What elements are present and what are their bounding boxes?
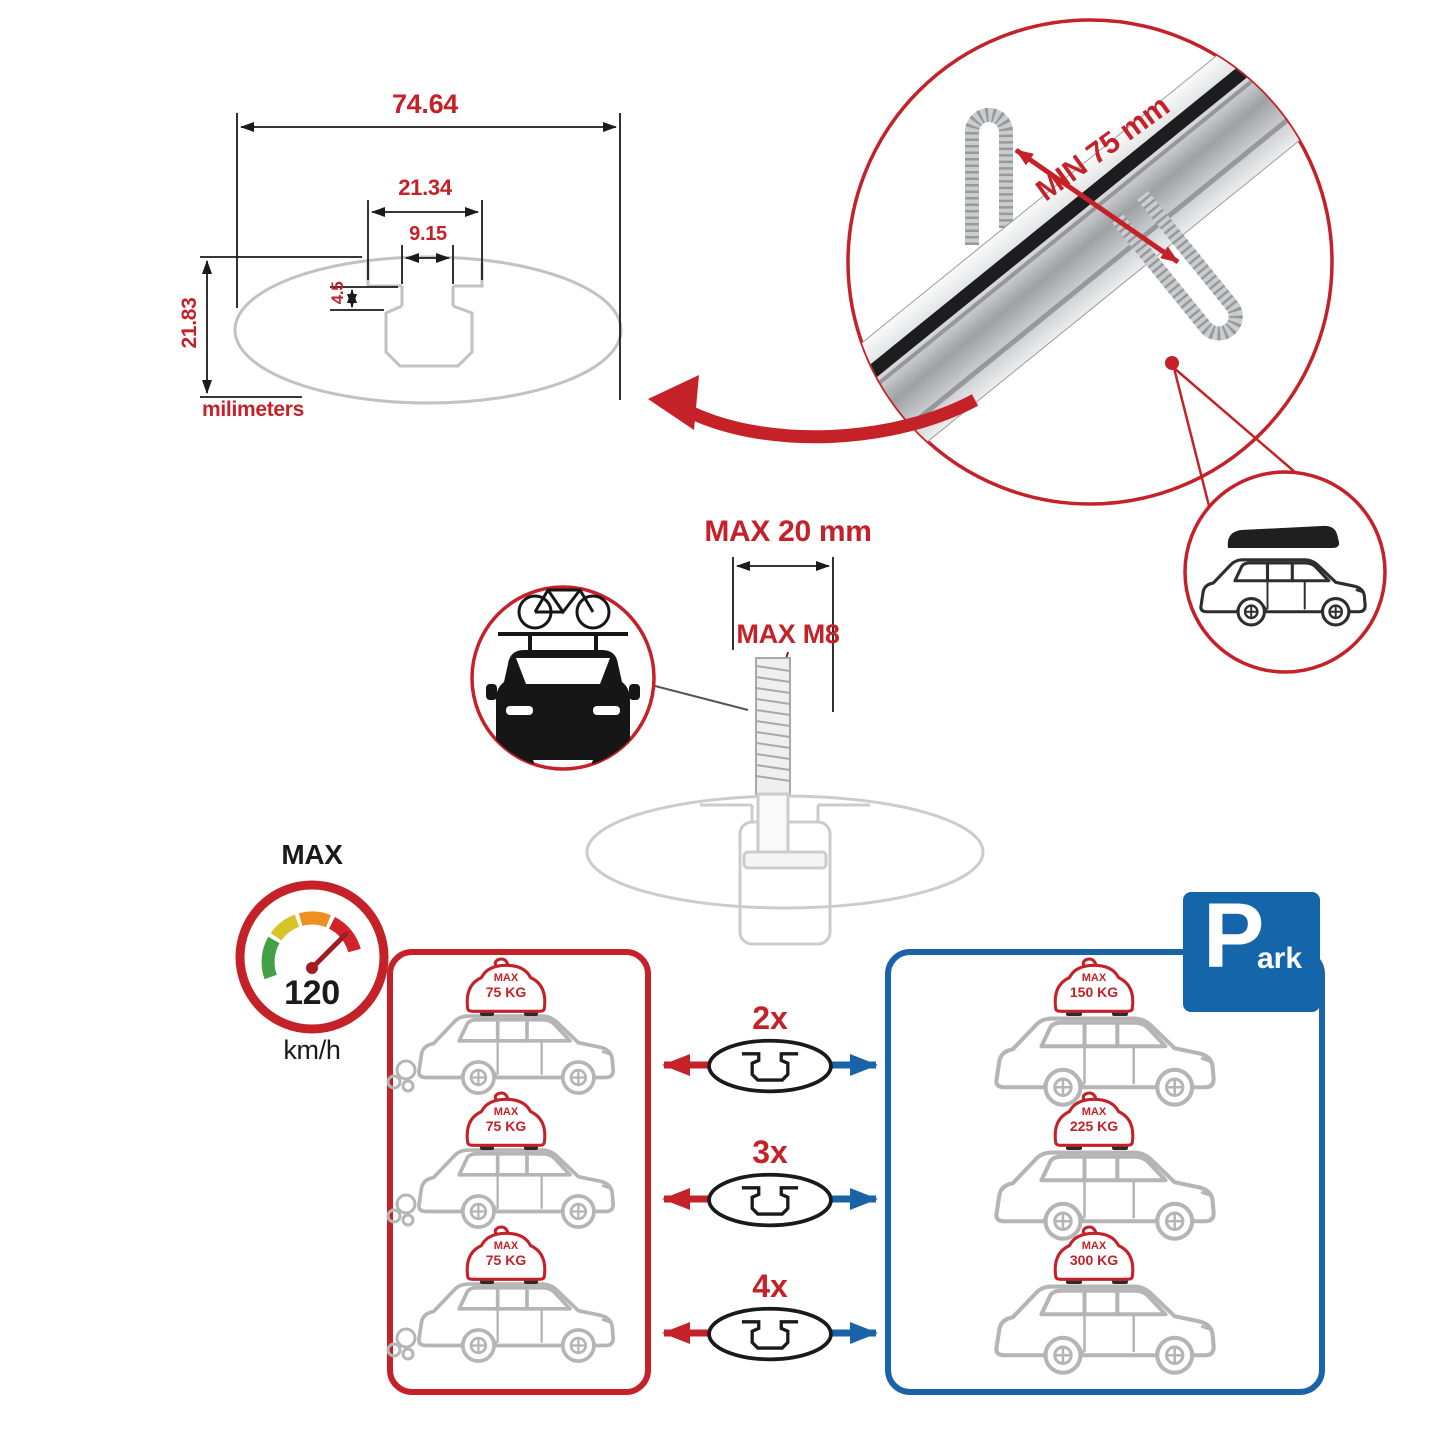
cross-section-drawing — [233, 255, 623, 405]
max-bolt-length-label: MAX 20 mm — [704, 515, 872, 548]
gauge-unit: km/h — [283, 1035, 341, 1065]
suv-roofbox-icon — [1199, 525, 1367, 627]
parked-cars — [996, 957, 1213, 1373]
callout-dot — [1165, 356, 1179, 370]
park-sign-suffix: ark — [1257, 942, 1303, 975]
bar-profile-icon — [707, 1306, 833, 1362]
gauge-title: MAX — [281, 839, 343, 870]
bolt-drawing — [755, 657, 791, 795]
dim-total-height-label: 21.83 — [177, 297, 201, 349]
u-bolt-icon — [1110, 190, 1243, 341]
dim-total-width-label: 74.64 — [391, 89, 459, 119]
bar-count-label: 3x — [752, 1134, 788, 1170]
gauge-value: 120 — [284, 974, 340, 1012]
speedometer-icon — [235, 880, 389, 1034]
dim-slot-width-label: 9.15 — [409, 223, 447, 245]
slot-cross-section — [585, 792, 985, 946]
load-label: MAX 75 KG — [485, 972, 527, 1000]
load-label: MAX 225 KG — [1069, 1106, 1119, 1134]
bar-count-rows — [662, 1038, 878, 1362]
min-grip-arrow — [1014, 147, 1180, 265]
bike-roof-circle — [470, 585, 749, 771]
load-label: MAX 300 KG — [1069, 1240, 1119, 1268]
zoom-arrow — [648, 375, 979, 444]
bar-count-label: 2x — [752, 1000, 788, 1036]
driving-cars — [386, 957, 616, 1363]
dimension-lines — [200, 113, 621, 400]
dim-channel-width-label: 21.34 — [398, 175, 452, 200]
bar-count-label: 4x — [752, 1268, 788, 1304]
load-label: MAX 75 KG — [485, 1106, 527, 1134]
u-bolt-icon — [965, 108, 1013, 245]
car-roofbox-circle — [1183, 470, 1387, 674]
load-label: MAX 75 KG — [485, 1240, 527, 1268]
dim-slot-depth-label: 4.5 — [328, 281, 348, 305]
load-label: MAX 150 KG — [1069, 972, 1119, 1000]
max-thread-label: MAX M8 — [736, 619, 840, 649]
park-sign: P ark — [1183, 885, 1320, 1012]
park-sign-letter: P — [1203, 885, 1265, 987]
bar-profile-icon — [707, 1038, 833, 1094]
units-label: milimeters — [202, 398, 305, 421]
bar-profile-icon — [707, 1172, 833, 1228]
bar-photo-circle — [846, 18, 1334, 507]
bolt-dimension-lines — [732, 557, 834, 712]
